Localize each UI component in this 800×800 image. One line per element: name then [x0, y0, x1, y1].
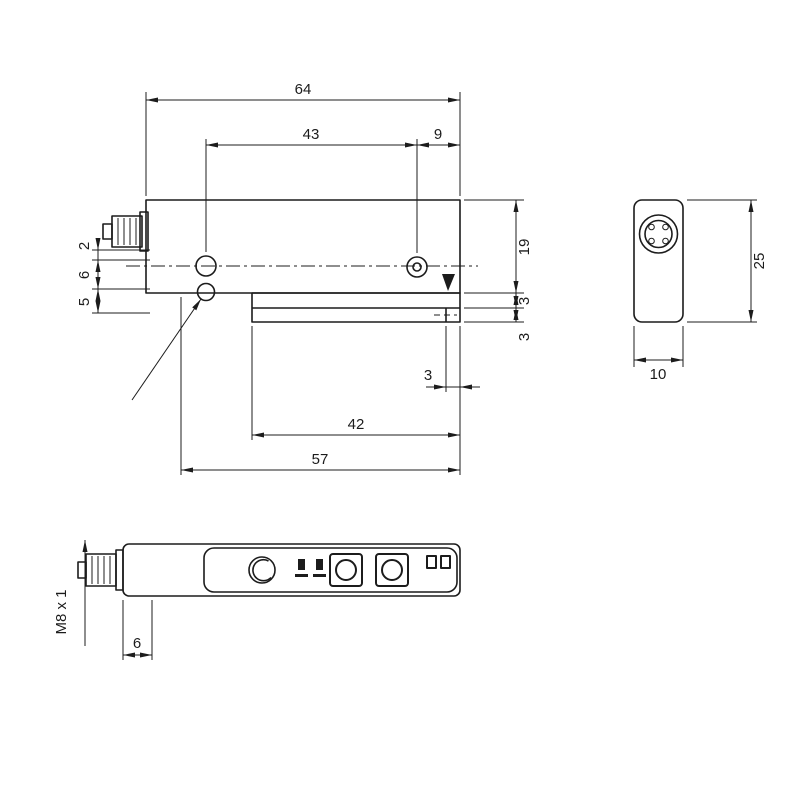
output-indicator-icon-2 — [313, 559, 326, 577]
connector-outer-ring — [638, 214, 679, 254]
connector-knurl — [111, 215, 143, 248]
dim-left-top-label: 2 — [76, 242, 93, 250]
pin-3 — [648, 237, 655, 245]
push-button-2 — [375, 553, 409, 587]
top-view: M8 x 1 6 — [53, 540, 461, 660]
leader-arrow — [131, 298, 202, 401]
dimension-lines-side — [95, 97, 519, 473]
side-view: 64 43 9 19 3 3 2 6 5 3 42 57 — [76, 81, 533, 475]
extension-lines-top — [82, 540, 153, 660]
led-windows — [426, 555, 451, 569]
dim-lip-height-label: 3 — [516, 333, 533, 341]
control-panel — [203, 547, 458, 593]
dimension-lines-end — [634, 200, 754, 363]
connector-inner-ring — [644, 219, 673, 249]
dim-hole-spacing-label: 6 — [76, 271, 93, 279]
dim-thread-label: M8 x 1 — [53, 589, 70, 634]
push-button-1 — [329, 553, 363, 587]
connector-tip — [102, 223, 113, 240]
connector-knurl — [85, 553, 117, 587]
pin-2 — [662, 223, 669, 231]
connector-collar — [139, 211, 149, 252]
mounting-hole-upper — [195, 255, 217, 277]
output-indicator-icon-1 — [295, 559, 308, 577]
end-view: 25 10 — [633, 199, 768, 383]
m8-connector-face — [638, 214, 679, 254]
dim-clamp-width-label: 3 — [424, 367, 432, 384]
dim-right-offset-label: 9 — [434, 126, 442, 143]
dim-left-bottom-label: 5 — [76, 298, 93, 306]
pin-1 — [648, 223, 655, 231]
top-body — [122, 543, 461, 597]
dim-hole-span-label: 43 — [303, 126, 320, 143]
dim-end-width-label: 10 — [650, 366, 667, 383]
right-hole — [406, 256, 428, 278]
dim-overall-width-label: 64 — [295, 81, 312, 98]
dim-body-height-label: 19 — [516, 239, 533, 256]
housing-body — [145, 199, 461, 294]
extension-lines-end — [633, 199, 757, 367]
dim-end-height-label: 25 — [751, 253, 768, 270]
dim-rail-length-label: 42 — [348, 416, 365, 433]
dim-connector-length-label: 6 — [133, 635, 141, 652]
right-hole-center — [412, 262, 422, 272]
connector-plug-side — [102, 211, 149, 252]
mounting-hole-lower — [196, 282, 216, 302]
beam-indicator-triangle — [442, 274, 455, 291]
dim-lower-length-label: 57 — [312, 451, 329, 468]
connector-collar — [115, 549, 124, 591]
dim-rail-height-label: 3 — [516, 297, 533, 305]
end-body — [633, 199, 684, 323]
pin-4 — [662, 237, 669, 245]
adjustment-pot-icon — [248, 556, 276, 584]
